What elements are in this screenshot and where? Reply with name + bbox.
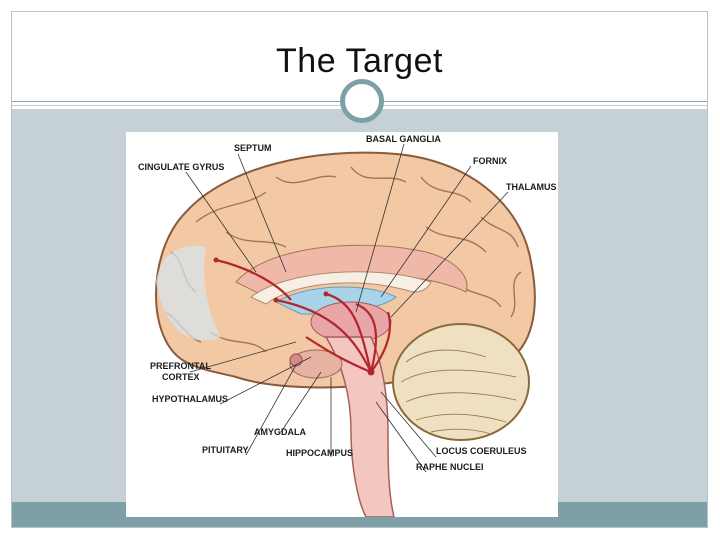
label-thalamus: THALAMUS	[506, 182, 557, 192]
label-amygdala: AMYGDALA	[254, 427, 306, 437]
label-pituitary: PITUITARY	[202, 445, 249, 455]
label-fornix: FORNIX	[473, 156, 507, 166]
label-prefrontal: PREFRONTAL	[150, 361, 211, 371]
label-cingulate-gyrus: CINGULATE GYRUS	[138, 162, 224, 172]
label-septum: SEPTUM	[234, 143, 272, 153]
label-raphe-nuclei: RAPHE NUCLEI	[416, 462, 484, 472]
slide: The Target	[11, 11, 708, 528]
hippocampus-shape	[289, 349, 343, 379]
slide-title: The Target	[276, 42, 443, 80]
neural-pathways	[215, 258, 392, 374]
pathway-nodes	[213, 257, 375, 376]
pituitary-shape	[289, 353, 303, 367]
prefrontal-region	[156, 245, 221, 341]
brain-illustration: SEPTUM BASAL GANGLIA CINGULATE GYRUS FOR…	[138, 134, 557, 518]
label-hypothalamus: HYPOTHALAMUS	[152, 394, 228, 404]
leader-lines	[185, 143, 509, 473]
corpus-callosum	[250, 271, 432, 305]
brain-diagram: SEPTUM BASAL GANGLIA CINGULATE GYRUS FOR…	[126, 132, 558, 518]
label-prefrontal-cortex: CORTEX	[162, 372, 200, 382]
label-hippocampus: HIPPOCAMPUS	[286, 448, 353, 458]
label-locus-coeruleus: LOCUS COERULEUS	[436, 446, 527, 456]
cerebellum-shape	[392, 323, 530, 441]
thalamus-shape	[310, 301, 392, 343]
decorative-ring-icon	[340, 79, 384, 123]
label-basal-ganglia: BASAL GANGLIA	[366, 134, 441, 144]
cerebellum-folia	[400, 349, 517, 435]
